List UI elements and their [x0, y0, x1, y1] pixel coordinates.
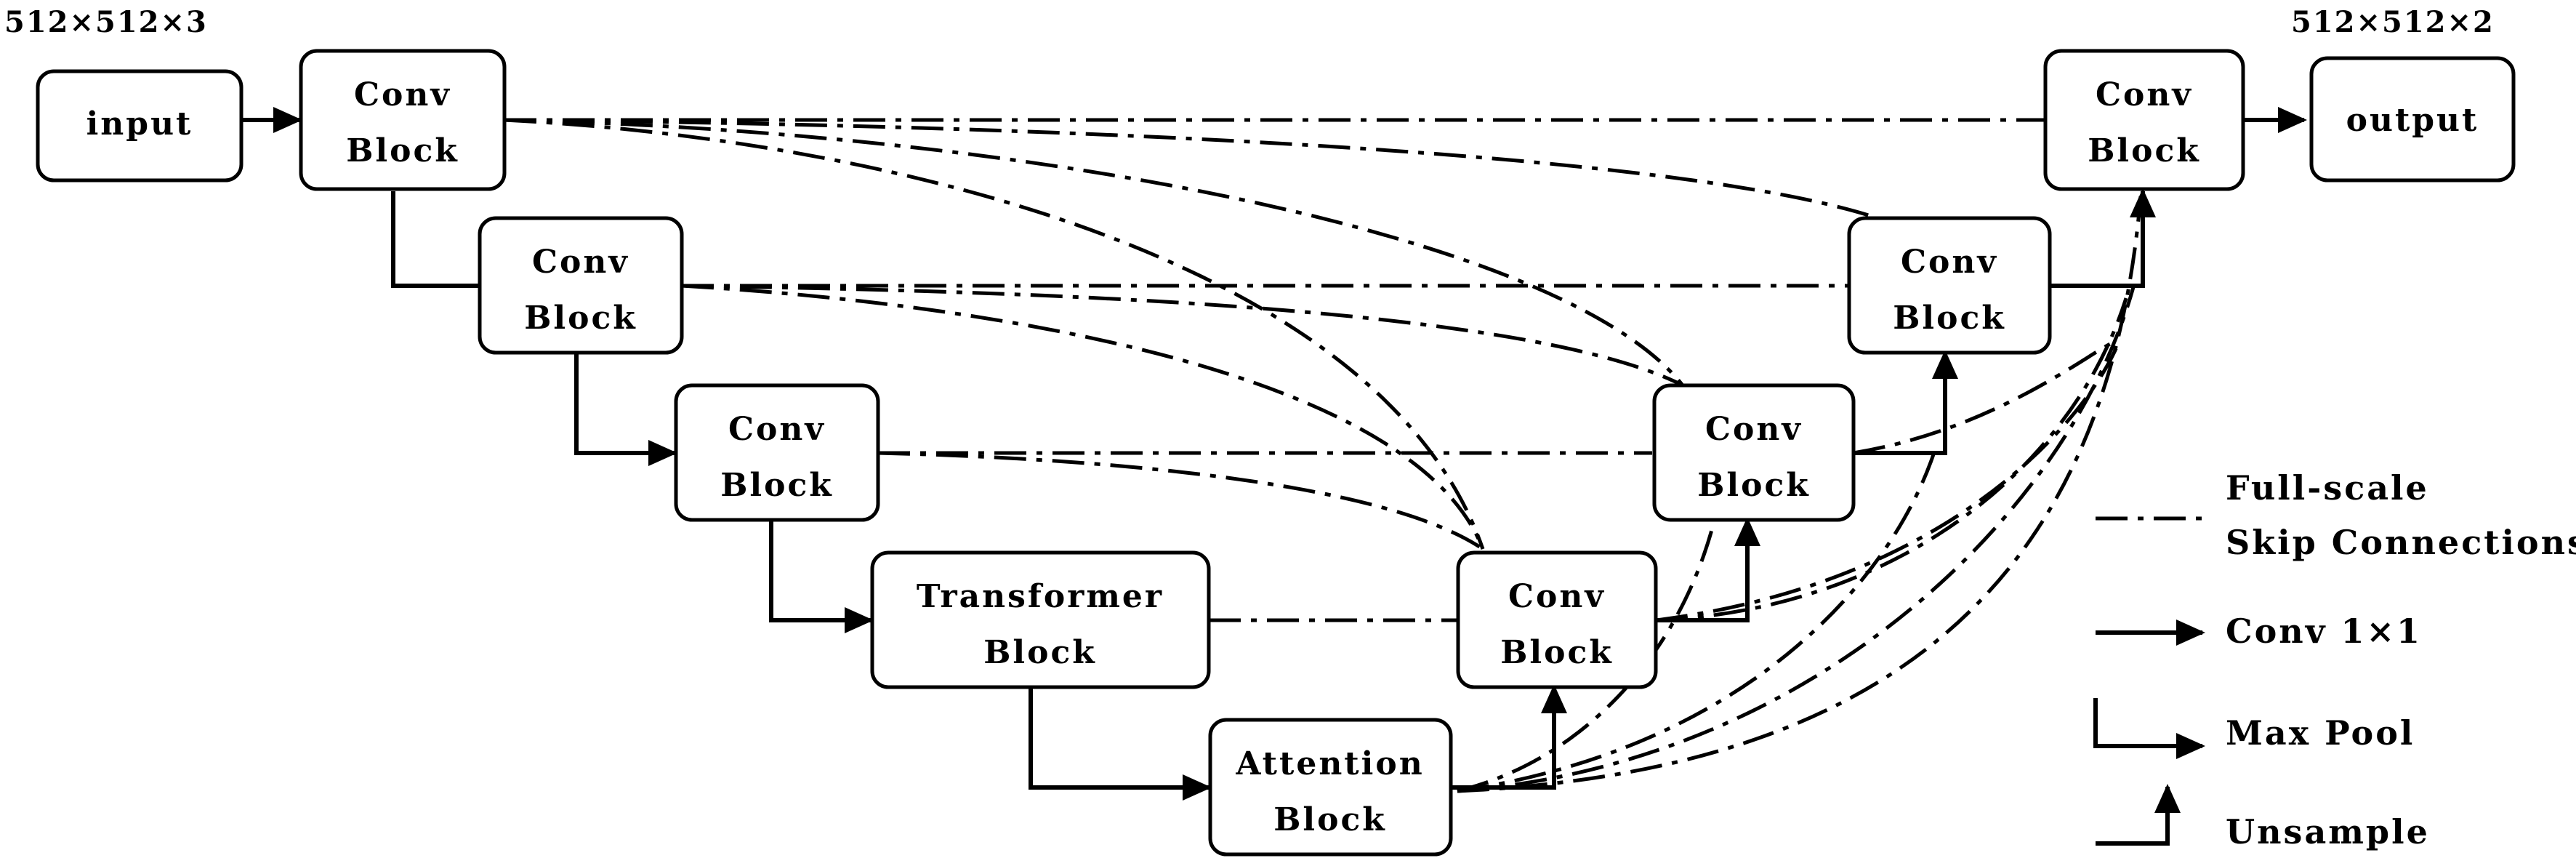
node-decoder-conv-block-2: Conv Block — [1847, 216, 2052, 355]
node-label-line1: Conv — [354, 76, 451, 113]
legend-maxpool: Max Pool — [2093, 698, 2415, 759]
node-attention-block: Attention Block — [1208, 718, 1453, 857]
legend-skip-label-line2: Skip Connections — [2226, 523, 2576, 562]
node-label-line2: Block — [1273, 801, 1387, 838]
elbow-arrow-icon — [2093, 698, 2205, 759]
node-transformer-block: Transformer Block — [870, 550, 1211, 689]
input-dimension-label: 512×512×3 — [4, 5, 208, 39]
node-label-line1: Conv — [2096, 76, 2193, 113]
node-label-line1: Conv — [1901, 244, 1998, 281]
node-encoder-conv-block-3: Conv Block — [674, 383, 880, 522]
node-label-line2: Block — [2088, 132, 2201, 169]
legend-skip-label-line1: Full-scale — [2226, 468, 2429, 508]
node-decoder-conv-block-1: Conv Block — [2043, 49, 2245, 191]
node-label-line1: Attention — [1235, 745, 1424, 782]
legend: Full-scale Skip Connections Conv 1×1 Max… — [2093, 468, 2576, 851]
node-label-line2: Block — [1500, 634, 1614, 671]
node-label-line1: Conv — [532, 244, 629, 281]
node-output: output — [2309, 56, 2516, 183]
node-label-line2: Block — [524, 300, 637, 337]
node-label-line2: Block — [1697, 467, 1811, 504]
node-decoder-conv-block-4: Conv Block — [1456, 550, 1658, 689]
node-label-line1: Conv — [728, 411, 826, 448]
node-label-line2: Block — [346, 132, 459, 169]
node-label-line2: Block — [983, 634, 1097, 671]
node-label-line1: Transformer — [917, 578, 1164, 615]
legend-skip-connections: Full-scale Skip Connections — [2096, 468, 2576, 562]
node-label-line1: Conv — [1705, 411, 1803, 448]
node-decoder-conv-block-3: Conv Block — [1652, 383, 1856, 522]
skip-connections — [504, 118, 2143, 793]
legend-maxpool-label: Max Pool — [2226, 713, 2415, 753]
node-encoder-conv-block-1: Conv Block — [299, 49, 507, 191]
node-label-line2: Block — [720, 467, 834, 504]
legend-upsample-label: Unsample — [2226, 812, 2430, 851]
node-label-line1: Conv — [1508, 578, 1606, 615]
legend-conv-label: Conv 1×1 — [2226, 612, 2422, 651]
solid-connections — [241, 107, 2307, 801]
node-input-label: input — [86, 105, 193, 143]
legend-upsample: Unsample — [2096, 784, 2430, 851]
node-label-line2: Block — [1893, 300, 2006, 337]
node-output-label: output — [2346, 102, 2479, 139]
node-encoder-conv-block-2: Conv Block — [478, 216, 684, 355]
node-input: input — [36, 69, 243, 183]
legend-conv: Conv 1×1 — [2096, 612, 2422, 651]
output-dimension-label: 512×512×2 — [2291, 5, 2495, 39]
up-arrow-icon — [2096, 784, 2181, 846]
